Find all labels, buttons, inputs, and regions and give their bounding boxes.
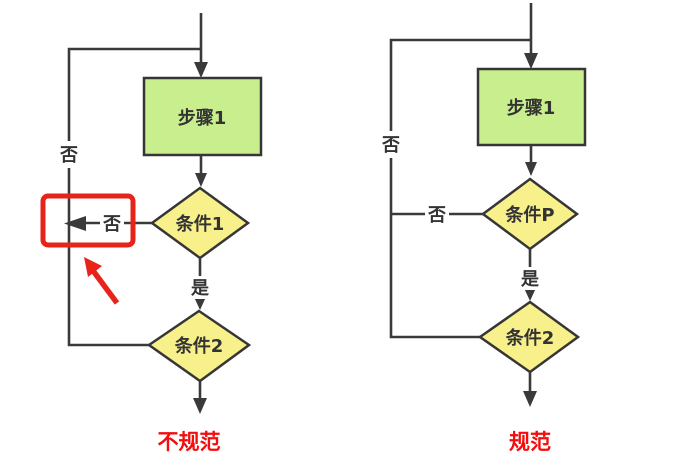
right-process-box: [476, 67, 587, 147]
right-branch-no-label-bg: [425, 201, 449, 227]
right-branch-no-label: 否: [427, 205, 446, 226]
left-loop-no-label: 否: [59, 145, 78, 166]
left-connector1-arrowhead-icon: [195, 173, 207, 187]
left-process-label: 步骤1: [178, 107, 227, 129]
left-yes-label: 是: [190, 278, 209, 299]
left-loop-no-label-bg: [57, 141, 81, 168]
left-yes-arrowhead-icon: [194, 297, 206, 310]
left-process-box: [142, 76, 263, 157]
right-decision1-label: 条件P: [504, 204, 554, 226]
right-caption: 规范: [509, 430, 551, 454]
right-yes-label-bg: [518, 267, 542, 290]
left-no-branch-arrowhead-icon: [64, 216, 86, 231]
annotation-arrow-shaft-icon: [91, 270, 120, 305]
right-loop-no-label-bg: [379, 131, 403, 158]
highlight-box-icon: [40, 193, 136, 248]
left-entry-arrowhead-icon: [194, 62, 208, 78]
left-decision1-label: 条件1: [175, 213, 225, 235]
right-loop-no-label: 否: [381, 135, 400, 156]
right-yes-arrowhead-icon: [524, 288, 536, 301]
left-decision2-label: 条件2: [174, 335, 224, 357]
left-caption: 不规范: [158, 430, 221, 454]
right-flowchart: 否 步骤1 条件P 否 是 条件2: [379, 3, 587, 454]
left-flowchart: 否 步骤1 条件1 否 是 条件2: [40, 13, 263, 454]
left-yes-label-bg: [188, 276, 212, 299]
left-branch-no-label: 否: [102, 214, 121, 235]
right-decision2-label: 条件2: [505, 327, 555, 349]
left-exit-arrowhead-icon: [193, 398, 207, 414]
right-entry-arrowhead-icon: [524, 53, 538, 69]
annotation-arrowhead-icon: [84, 257, 102, 277]
right-loopback-line: [389, 38, 531, 339]
right-exit-arrowhead-icon: [523, 391, 537, 407]
left-branch-no-label-bg: [100, 211, 124, 237]
right-yes-label: 是: [520, 269, 539, 290]
right-process-label: 步骤1: [507, 97, 556, 119]
right-connector1-arrowhead-icon: [525, 162, 537, 176]
